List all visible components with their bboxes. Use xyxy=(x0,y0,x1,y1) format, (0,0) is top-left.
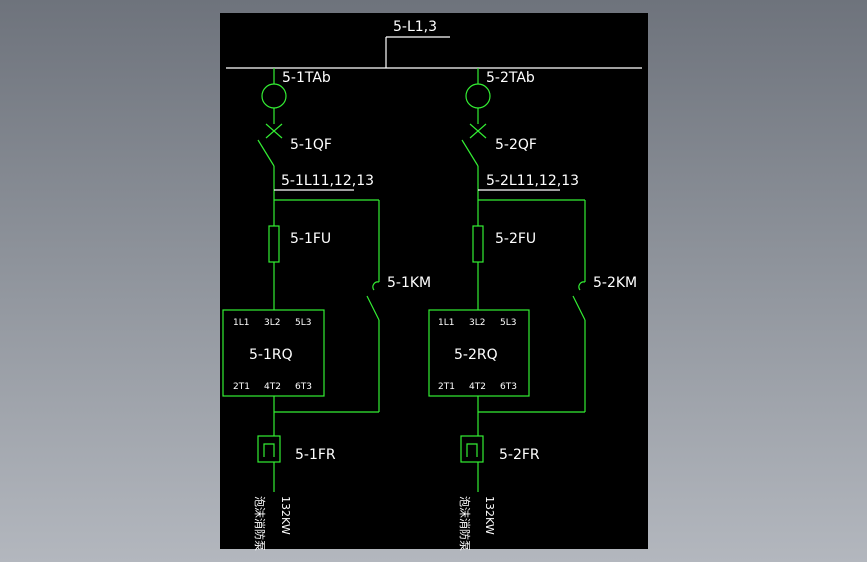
circuit-2-ct-symbol xyxy=(465,83,491,109)
circuit-2-fr-label: 5-2FR xyxy=(499,447,540,463)
drawing-canvas xyxy=(220,13,648,549)
circuit-1-load-power: 132KW xyxy=(279,496,292,535)
circuit-2-rq-terminal-top-1: 1L1 xyxy=(438,318,454,328)
circuit-1-rq-terminal-bottom-1: 2T1 xyxy=(233,382,250,392)
bus-label: 5-L1,3 xyxy=(393,19,437,35)
circuit-1-rq-terminal-top-1: 1L1 xyxy=(233,318,249,328)
circuit-1-fuse-symbol xyxy=(268,225,280,263)
circuit-1-qf-label: 5-1QF xyxy=(290,137,332,153)
circuit-2-fu-label: 5-2FU xyxy=(495,231,536,247)
circuit-2-rq-terminal-top-2: 3L2 xyxy=(469,318,485,328)
circuit-2-qf-switch-blade xyxy=(461,139,479,167)
circuit-2-fuse-symbol xyxy=(472,225,484,263)
circuit-2-qf-cross-b xyxy=(469,123,487,139)
circuit-2-km-label: 5-2KM xyxy=(593,275,637,291)
circuit-1-ct-symbol xyxy=(261,83,287,109)
circuit-1-fu-label: 5-1FU xyxy=(290,231,331,247)
circuit-1-qf-cross-b xyxy=(265,123,283,139)
circuit-2: 5-2TAb 5-2QF 5-2L11,12,13 5-2KM 5-2FU 1L… xyxy=(428,68,637,551)
circuit-1-rq-label: 5-1RQ xyxy=(249,347,293,363)
circuit-1-rq-terminal-top-3: 5L3 xyxy=(295,318,311,328)
circuit-1-rq-terminal-bottom-2: 4T2 xyxy=(264,382,281,392)
circuit-2-rq-terminal-bottom-1: 2T1 xyxy=(438,382,455,392)
circuit-1-qf-switch-blade xyxy=(257,139,275,167)
circuit-2-fr-element xyxy=(466,443,478,457)
circuit-1: 5-1TAb 5-1QF 5-1L11,12,13 5-1KM 5-1FU 1L… xyxy=(222,68,431,551)
circuit-1-line-label: 5-1L11,12,13 xyxy=(281,173,374,189)
circuit-1-fr-outer xyxy=(257,435,281,463)
circuit-2-load-name: 泡沫消防泵 xyxy=(458,496,472,551)
circuit-1-fr-label: 5-1FR xyxy=(295,447,336,463)
circuit-1-fr-element xyxy=(263,443,275,457)
circuit-1-rq-terminal-bottom-3: 6T3 xyxy=(295,382,312,392)
circuit-2-ta-label: 5-2TAb xyxy=(486,70,535,86)
circuit-1-ta-label: 5-1TAb xyxy=(282,70,331,86)
circuit-2-soft-starter-box xyxy=(428,309,530,397)
circuit-2-rq-terminal-bottom-2: 4T2 xyxy=(469,382,486,392)
circuit-1-rq-terminal-top-2: 3L2 xyxy=(264,318,280,328)
circuit-1-km-label: 5-1KM xyxy=(387,275,431,291)
circuit-1-load-name: 泡沫消防泵 xyxy=(253,496,267,551)
circuit-2-rq-terminal-bottom-3: 6T3 xyxy=(500,382,517,392)
circuit-2-fr-outer xyxy=(460,435,484,463)
circuit-2-km-contact-arc xyxy=(578,281,586,291)
circuit-2-km-blade xyxy=(572,295,586,321)
circuit-1-km-blade xyxy=(366,295,380,321)
circuit-2-rq-label: 5-2RQ xyxy=(454,347,498,363)
circuit-1-km-contact-arc xyxy=(372,281,380,291)
circuit-2-rq-terminal-top-3: 5L3 xyxy=(500,318,516,328)
circuit-2-load-power: 132KW xyxy=(483,496,496,535)
circuit-2-qf-label: 5-2QF xyxy=(495,137,537,153)
circuit-2-line-label: 5-2L11,12,13 xyxy=(486,173,579,189)
